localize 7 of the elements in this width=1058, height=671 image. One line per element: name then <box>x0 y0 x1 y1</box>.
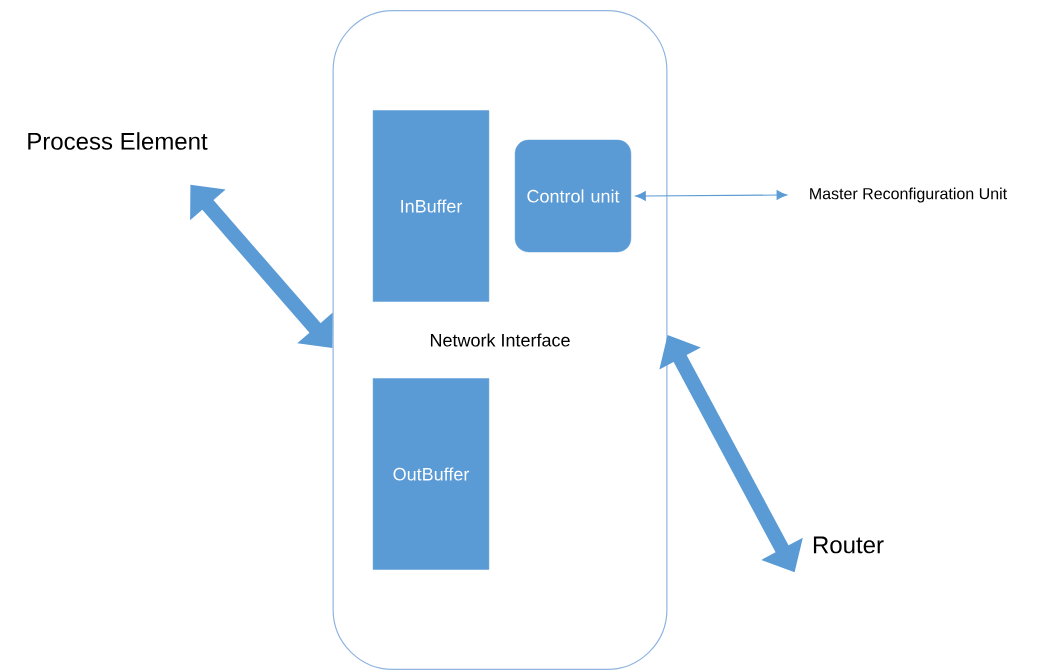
block-label: Process Element <box>28 132 208 150</box>
block-label: Master Reconfiguration Unit <box>810 187 1007 203</box>
double-arrow <box>635 190 788 201</box>
buffer-box: OutBuffer <box>372 378 490 570</box>
block-label: Router <box>813 536 884 554</box>
buffer-box: InBuffer <box>372 110 490 302</box>
control-box: Control unit <box>514 139 632 253</box>
